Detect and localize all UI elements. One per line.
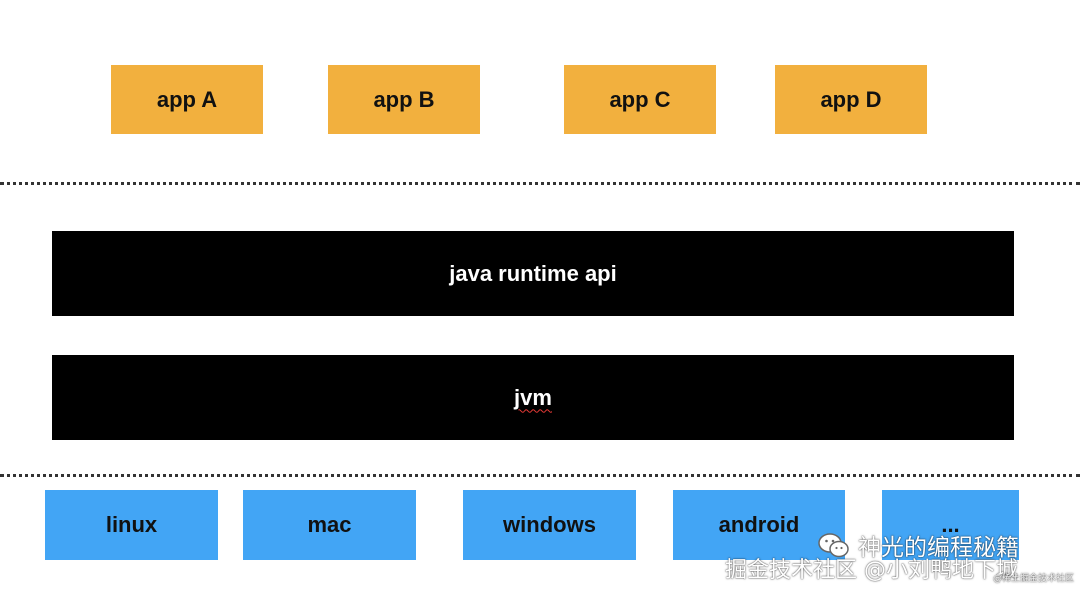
app-d-box: app D xyxy=(775,65,927,134)
app-b-box: app B xyxy=(328,65,480,134)
java-runtime-api-layer: java runtime api xyxy=(52,231,1014,316)
linux-box: linux xyxy=(45,490,218,560)
ellipsis-box: ... xyxy=(882,490,1019,560)
android-label: android xyxy=(718,512,800,537)
java-runtime-api-label: java runtime api xyxy=(449,260,617,286)
app-a-box: app A xyxy=(111,65,263,134)
android-box: android xyxy=(673,490,845,560)
bottom-dotted-separator xyxy=(0,474,1080,477)
jvm-layer: jvm xyxy=(52,355,1014,440)
app-c-box: app C xyxy=(564,65,716,134)
windows-box: windows xyxy=(463,490,636,560)
watermark-line-2: 掘金技术社区 @小刘鸭地下城 xyxy=(725,558,1018,583)
top-dotted-separator xyxy=(0,182,1080,185)
watermark-line-3: @稀土掘金技术社区 xyxy=(993,574,1075,584)
watermark-line-1: 神光的编程秘籍 xyxy=(858,535,1019,561)
mac-box: mac xyxy=(243,490,416,560)
wechat-icon xyxy=(818,533,849,558)
jvm-label: jvm xyxy=(514,384,552,410)
